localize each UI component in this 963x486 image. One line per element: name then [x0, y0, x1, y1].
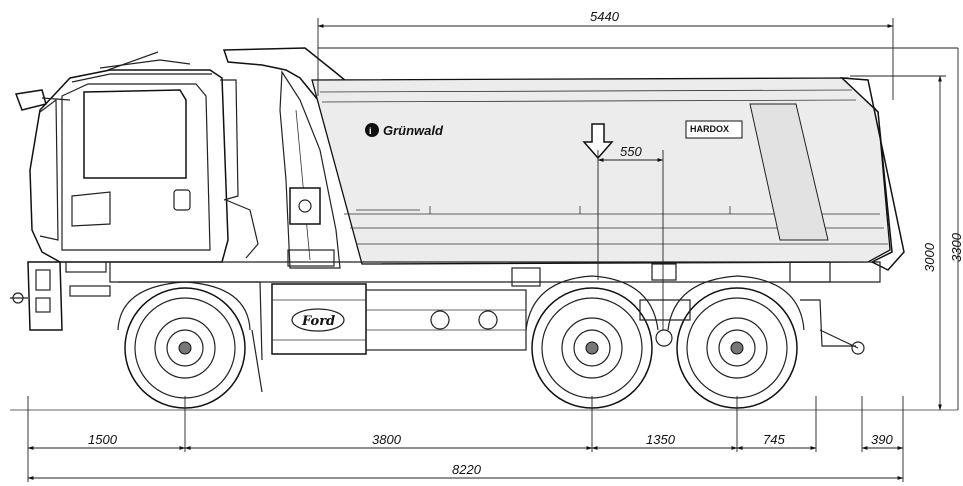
rear-wheel-arch-2: [667, 275, 805, 331]
grunwald-logo-icon: [365, 123, 379, 137]
dim-label-3300: 3300: [949, 232, 963, 262]
ford-logo-text: Ford: [301, 314, 335, 329]
grunwald-logo-text: Grünwald: [383, 123, 444, 138]
dim-label-3000: 3000: [922, 242, 937, 272]
hardox-logo: HARDOX: [685, 120, 743, 139]
dump-body: [222, 47, 905, 271]
dim-label-5440: 5440: [590, 9, 620, 24]
dim-label-8220: 8220: [452, 462, 482, 477]
dim-label-390: 390: [871, 432, 893, 447]
dim-label-1500: 1500: [88, 432, 118, 447]
side-tank: [271, 283, 367, 355]
dim-label-3800: 3800: [372, 432, 402, 447]
front-wheel: [124, 287, 246, 409]
dim-label-745: 745: [763, 432, 785, 447]
cab-door-handle: [173, 189, 191, 211]
ford-logo: [291, 308, 345, 332]
body-pivot-tower: [279, 70, 341, 269]
hardox-logo-text: HARDOX: [690, 124, 729, 134]
front-bumper: [27, 261, 63, 331]
cab-mirror: [14, 89, 47, 111]
rear-wheel-arch-1: [525, 275, 659, 331]
dim-label-550: 550: [620, 144, 642, 159]
cab-window: [83, 89, 187, 179]
rear-hitch: [800, 299, 856, 347]
dimension-lines: [27, 18, 959, 482]
chassis: Ford: [109, 261, 881, 393]
cab: [10, 51, 259, 331]
rear-wheel-2: [676, 287, 798, 409]
svg-text:i: i: [369, 126, 372, 136]
front-wheel-arch: [117, 281, 251, 331]
load-point-arrow: [582, 123, 614, 160]
dump-body-tailgate-panel: [749, 103, 829, 241]
grunwald-logo: i Grünwald: [365, 123, 444, 138]
cab-door: [61, 83, 211, 251]
dim-label-1350: 1350: [646, 432, 676, 447]
rear-wheel-1: [531, 287, 653, 409]
